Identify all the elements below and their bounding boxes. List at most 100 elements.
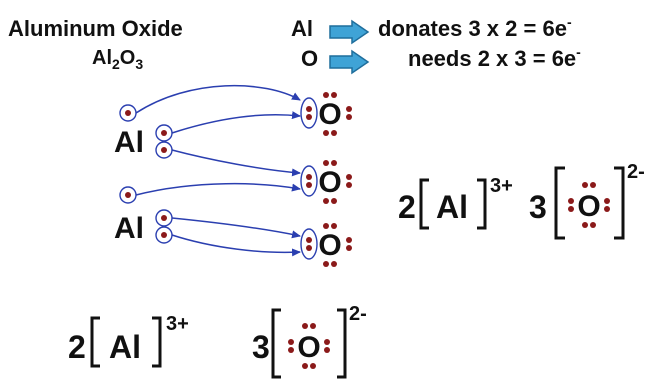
ionic-result-inline: 2 Al 3+ 3 2- O — [398, 161, 645, 240]
right-bracket — [152, 316, 162, 368]
electron-dot — [324, 347, 330, 353]
electron-dot — [331, 223, 337, 229]
rule-al-text: donates 3 x 2 = 6e- — [378, 14, 572, 41]
right-bracket — [337, 308, 347, 379]
electron-dot — [346, 114, 352, 120]
electron-dot — [331, 160, 337, 166]
electron-dot — [582, 222, 588, 228]
atom-symbol: Al — [114, 126, 144, 159]
electron-dot — [323, 160, 329, 166]
electron-dot — [590, 182, 596, 188]
electron-transfer-arrow — [135, 182, 301, 196]
al-ion-symbol: Al — [436, 189, 468, 225]
al-coefficient: 2 — [68, 329, 86, 365]
electron-dot — [323, 92, 329, 98]
electron-dot — [306, 114, 312, 120]
electron-dot — [323, 130, 329, 136]
electron-dot — [288, 339, 294, 345]
electron-dot — [125, 192, 131, 198]
electron-dot — [306, 182, 312, 188]
electron-dot — [324, 339, 330, 345]
ion-symbol: O — [297, 331, 320, 364]
electron-dot — [331, 130, 337, 136]
compound-title: Aluminum Oxide — [8, 16, 183, 41]
electron-dot — [331, 198, 337, 204]
electron-dot — [323, 223, 329, 229]
atom-symbol: O — [318, 166, 341, 199]
o-ion-charge: 2- — [349, 303, 367, 325]
electron-dot — [310, 363, 316, 369]
electron-transfer-arrow — [171, 217, 301, 239]
o-coefficient: 3 — [529, 189, 547, 225]
electron-dot — [161, 130, 167, 136]
aluminum-atom: Al — [114, 104, 173, 159]
electron-dot — [306, 245, 312, 251]
electron-transfer-arrow — [135, 84, 301, 114]
electron-dot — [310, 323, 316, 329]
electron-dot — [604, 198, 610, 204]
received-electrons-oval — [300, 97, 318, 129]
electron-dot — [331, 92, 337, 98]
al-ion-symbol: Al — [109, 329, 141, 365]
electron-dot — [161, 215, 167, 221]
compound-formula: Al2O3 — [92, 47, 143, 72]
o-coefficient: 3 — [252, 329, 270, 365]
ionic-result-bottom: 2 Al 3+ 3 2- O — [68, 303, 367, 379]
received-electrons-oval — [300, 165, 318, 197]
electron-dot — [346, 182, 352, 188]
left-bracket — [554, 166, 565, 240]
electron-dot — [302, 363, 308, 369]
received-electrons-oval — [300, 228, 318, 260]
oxygen-atoms: OOO — [300, 92, 352, 267]
atom-symbol: O — [318, 229, 341, 262]
electron-dot — [604, 206, 610, 212]
oxygen-atom: O — [300, 160, 352, 204]
rule-al-symbol: Al — [291, 16, 313, 41]
oxide-ion: O — [568, 182, 610, 228]
al-coefficient: 2 — [398, 189, 416, 225]
electron-dot — [306, 237, 312, 243]
electron-dot — [568, 206, 574, 212]
electron-dot — [590, 222, 596, 228]
arrow-right-icon — [329, 19, 370, 45]
rule-o-text: needs 2 x 3 = 6e- — [408, 44, 581, 71]
electron-dot — [346, 237, 352, 243]
electron-dot — [125, 110, 131, 116]
electron-dot — [323, 198, 329, 204]
electron-dot — [346, 174, 352, 180]
electron-dot — [288, 347, 294, 353]
oxygen-atom: O — [300, 223, 352, 267]
electron-dot — [331, 261, 337, 267]
electron-dot — [346, 245, 352, 251]
al-ion-charge: 3+ — [490, 175, 513, 197]
o-ion-charge: 2- — [627, 161, 645, 183]
electron-transfer-arrows — [135, 84, 301, 257]
electron-dot — [346, 106, 352, 112]
electron-dot — [161, 147, 167, 153]
left-bracket — [90, 316, 100, 368]
rule-o-symbol: O — [301, 46, 318, 71]
al-ion-charge: 3+ — [166, 313, 189, 335]
electron-dot — [582, 182, 588, 188]
electron-dot — [306, 106, 312, 112]
electron-transfer-arrow — [171, 111, 301, 134]
electron-transfer-arrow — [171, 149, 301, 177]
electron-dot — [568, 198, 574, 204]
oxygen-atom: O — [300, 92, 352, 136]
right-bracket — [477, 178, 487, 230]
left-bracket — [419, 178, 429, 230]
electron-dot — [323, 261, 329, 267]
electron-dot — [306, 174, 312, 180]
electron-dot — [161, 232, 167, 238]
left-bracket — [271, 308, 281, 379]
oxide-ion: O — [288, 323, 330, 369]
electron-dot — [302, 323, 308, 329]
aluminum-atom: Al — [114, 186, 173, 245]
atom-symbol: O — [318, 98, 341, 131]
atom-symbol: Al — [114, 212, 144, 245]
right-bracket — [614, 166, 625, 240]
electron-transfer-arrow — [171, 234, 301, 257]
arrow-right-icon — [329, 49, 370, 75]
